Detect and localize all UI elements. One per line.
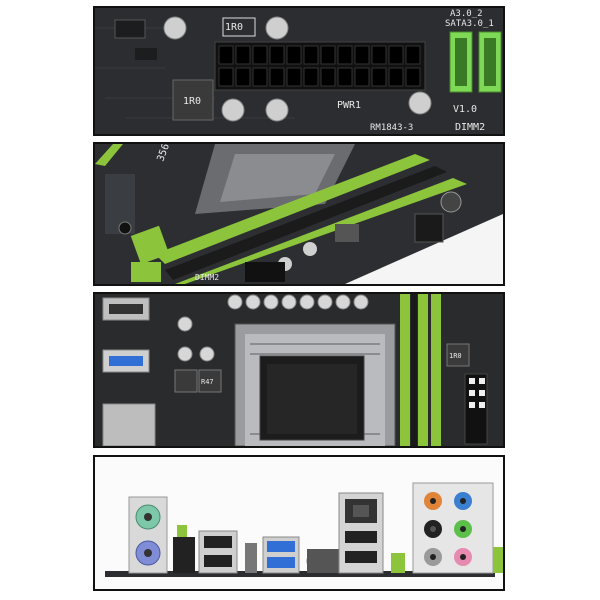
power-pin <box>320 45 336 65</box>
power-connector-label: PWR1 <box>337 100 361 111</box>
board-top-closeup: 1R0 1R0 PWR1 A3.0_2 SATA3.0_1 V1.0 DIMM2… <box>93 6 505 136</box>
power-pin <box>388 45 404 65</box>
power-pin <box>405 45 421 65</box>
usb3-ports <box>262 536 300 574</box>
version-label: V1.0 <box>453 104 477 115</box>
power-pin <box>235 45 251 65</box>
ethernet-usb-stack <box>338 492 384 574</box>
power-pin <box>303 67 319 87</box>
power-pin <box>235 67 251 87</box>
dimm-slots <box>95 144 467 284</box>
dimm-slots-top <box>400 294 441 446</box>
power-pin <box>371 67 387 87</box>
power-pin <box>388 67 404 87</box>
small-label: R47 <box>201 378 214 386</box>
top-row-label: 1R0 <box>225 22 243 33</box>
rear-io-panel <box>93 455 505 591</box>
cpu-socket-closeup: R47 1R0 <box>93 292 505 448</box>
usb2-ports <box>198 530 238 574</box>
power-pin <box>303 45 319 65</box>
capacitor-group <box>163 16 432 122</box>
ram-slots-closeup: 356 DIMM2 <box>93 142 505 286</box>
power-pin <box>286 45 302 65</box>
inductor-label-2: 1R0 <box>449 352 462 360</box>
power-pin <box>252 45 268 65</box>
sata-rev-label: A3.0_2 <box>450 9 483 19</box>
dimm-label: DIMM2 <box>455 122 485 133</box>
power-pin <box>354 67 370 87</box>
power-pin <box>286 67 302 87</box>
ps2-ports <box>128 496 168 574</box>
inductor <box>172 79 214 121</box>
model-label: RM1843-3 <box>370 123 413 133</box>
audio-jacks <box>412 482 494 574</box>
inductor-label: 1R0 <box>183 96 201 107</box>
sata-ports <box>449 31 502 93</box>
power-pin <box>218 67 234 87</box>
sata-label: SATA3.0_1 <box>445 19 494 29</box>
atx-24pin-connector <box>214 41 426 91</box>
power-pin <box>371 45 387 65</box>
power-pin <box>405 67 421 87</box>
power-pin <box>252 67 268 87</box>
power-pin <box>354 45 370 65</box>
dimm-label-2: DIMM2 <box>195 273 219 282</box>
power-pin <box>337 45 353 65</box>
cpu-socket <box>234 323 396 446</box>
power-pin <box>269 45 285 65</box>
power-pin <box>218 45 234 65</box>
power-pin <box>337 67 353 87</box>
power-pin <box>269 67 285 87</box>
power-pin <box>320 67 336 87</box>
